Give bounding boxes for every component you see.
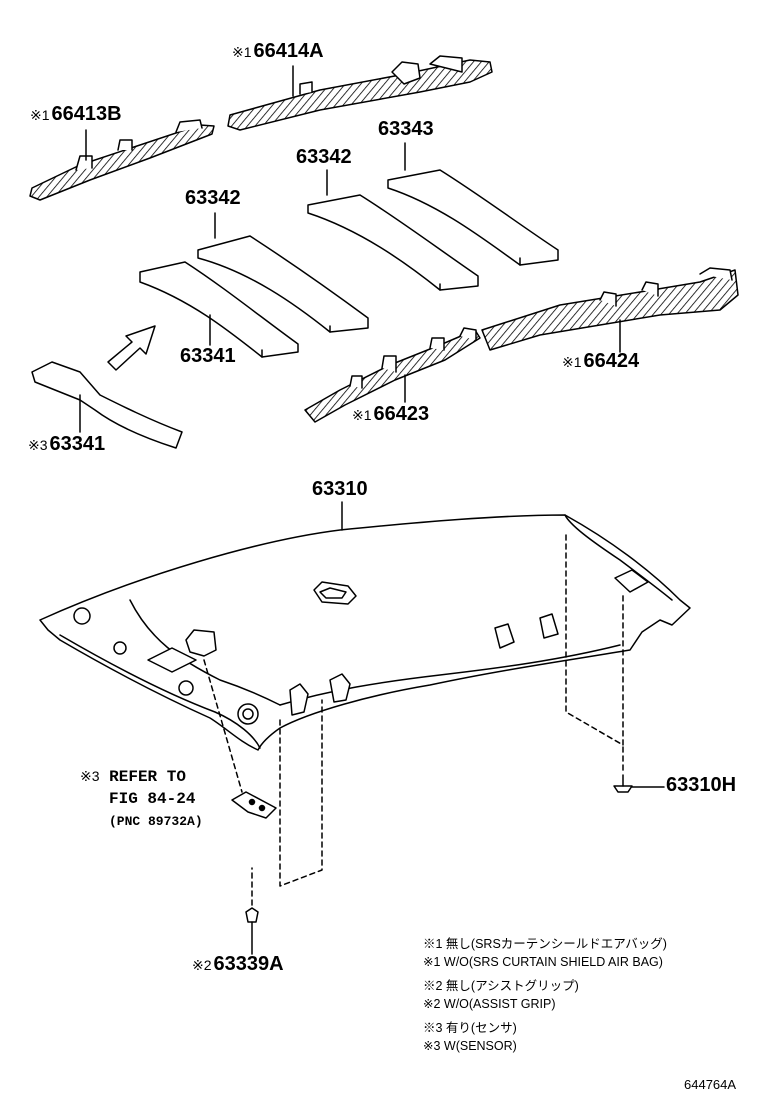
screw-63310H	[565, 534, 665, 793]
refer-line-2: FIG 84-24	[109, 790, 196, 808]
clip-63339A	[245, 699, 323, 955]
note-6: ※3 W(SENSOR)	[423, 1039, 517, 1053]
note-4: ※2 W/O(ASSIST GRIP)	[423, 997, 556, 1011]
note-1: ※1 無し(SRSカーテンシールドエアバッグ)	[423, 937, 667, 951]
label-63342-left: 63342	[185, 187, 241, 209]
rail-66413B	[29, 119, 215, 201]
note-5: ※3 有り(センサ)	[423, 1021, 517, 1035]
label-63342-right: 63342	[296, 146, 352, 168]
pad-63343	[387, 142, 559, 266]
pad-63342-right	[307, 169, 479, 291]
pad-63341-lower	[31, 361, 183, 449]
direction-arrow	[107, 325, 156, 371]
label-63310H: 63310H	[666, 774, 737, 796]
pad-63341-upper	[139, 261, 299, 358]
rail-66423	[304, 327, 481, 423]
note-2: ※1 W/O(SRS CURTAIN SHIELD AIR BAG)	[423, 955, 663, 969]
label-63310: 63310	[312, 478, 368, 500]
sensor-bracket	[203, 659, 277, 819]
label-63341-upper: 63341	[180, 345, 236, 367]
figure-id: 644764A	[684, 1077, 737, 1092]
pad-63342-left	[197, 212, 369, 333]
label-63343: 63343	[378, 118, 434, 140]
refer-line-3: (PNC 89732A)	[109, 814, 203, 829]
rail-66424	[481, 267, 739, 353]
headliner-63310	[39, 501, 691, 751]
refer-line-1: ※3 REFER TO	[80, 768, 186, 786]
rail-66414A	[227, 55, 493, 131]
note-3: ※2 無し(アシストグリップ)	[423, 979, 579, 993]
